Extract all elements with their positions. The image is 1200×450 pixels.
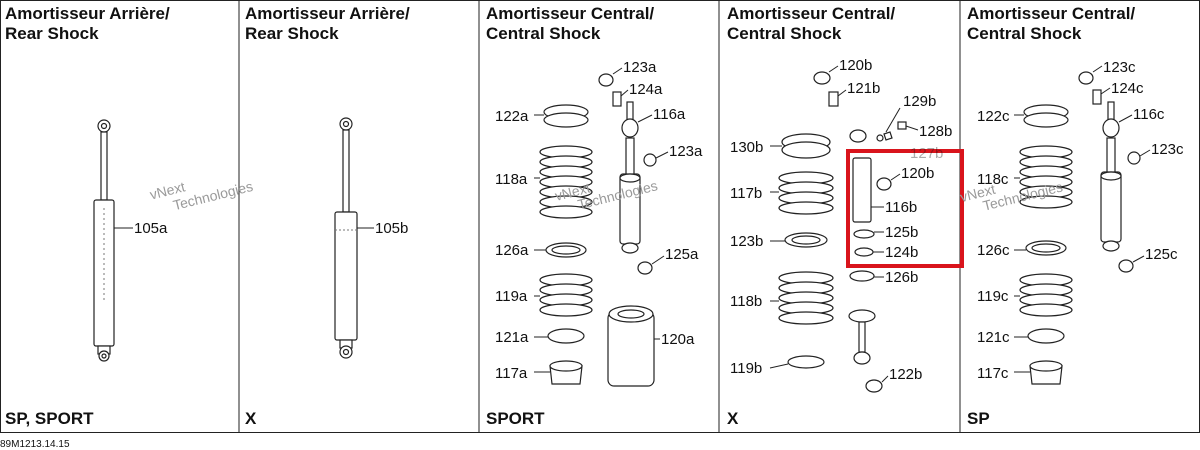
part-label: 125c [1145,246,1178,263]
part-label: 118b [730,293,762,310]
panel-1-title: Amortisseur Arrière/ Rear Shock [5,4,170,43]
rear-shock-105b [334,117,358,359]
part-label: 116c [1133,106,1165,123]
panel-1-model: SP, SPORT [5,409,94,428]
part-label: 121b [847,80,880,97]
part-label: 125b [885,224,918,241]
part-label: 120a [661,331,695,348]
part-label: 122a [495,108,529,125]
part-label: 126b [885,269,918,286]
svg-text:Amortisseur Central/: Amortisseur Central/ [967,4,1135,23]
svg-text:Central Shock: Central Shock [486,24,601,43]
panel-3-title: Amortisseur Central/ Central Shock [486,4,654,43]
svg-text:Central Shock: Central Shock [727,24,842,43]
part-label: 124b [885,244,918,261]
part-label: 121a [495,329,529,346]
part-label: 121c [977,329,1010,346]
part-label: 124c [1111,80,1144,97]
svg-text:Amortisseur Central/: Amortisseur Central/ [486,4,654,23]
part-label: 126c [977,242,1010,259]
part-label: 118a [495,171,528,188]
part-label: 119a [495,288,528,305]
central-shock-a-parts [539,73,657,387]
panel-3-model: SPORT [486,409,545,428]
rear-shock-105a [93,119,115,362]
part-label: 116b [885,199,917,216]
part-label: 122b [889,366,922,383]
part-label: 123c [1103,59,1136,76]
diagram-code: 89M1213.14.15 [0,439,70,450]
svg-text:Amortisseur Central/: Amortisseur Central/ [727,4,895,23]
part-label: 117b [730,185,762,202]
part-label: 125a [665,246,699,263]
part-label: 130b [730,139,763,156]
panel-2-model: X [245,409,257,428]
part-label: 122c [977,108,1010,125]
part-label: 128b [919,123,952,140]
svg-text:Amortisseur Arrière/: Amortisseur Arrière/ [245,4,410,23]
part-label: 117a [495,365,528,382]
part-label: 105b [375,220,408,237]
part-label: 120b [901,165,934,182]
part-label: 126a [495,242,529,259]
part-label: 123a [623,59,657,76]
central-shock-c-parts [1019,71,1141,385]
svg-text:Rear Shock: Rear Shock [245,24,339,43]
part-label: 123a [669,143,703,160]
part-label: 116a [653,106,686,123]
part-label: 117c [977,365,1009,382]
part-label: 105a [134,220,168,237]
part-label: 120b [839,57,872,74]
svg-text:Rear Shock: Rear Shock [5,24,99,43]
diagram-frame [0,0,1200,433]
svg-text:Central Shock: Central Shock [967,24,1082,43]
part-label: 123c [1151,141,1184,158]
panel-2-title: Amortisseur Arrière/ Rear Shock [245,4,410,43]
panel-4-title: Amortisseur Central/ Central Shock [727,4,895,43]
central-shock-c-leaders [1014,65,1151,373]
part-label: 119c [977,288,1009,305]
central-shock-b-parts [778,71,907,393]
part-label: 129b [903,93,936,110]
part-label: 118c [977,171,1009,188]
central-shock-b-leaders [769,65,919,383]
part-label: 123b [730,233,763,250]
svg-text:Amortisseur Arrière/: Amortisseur Arrière/ [5,4,170,23]
panel-5-model: SP [967,409,990,428]
panel-4-model: X [727,409,739,428]
part-label: 119b [730,360,762,377]
central-shock-a-leaders [534,67,669,373]
panel-5-title: Amortisseur Central/ Central Shock [967,4,1135,43]
part-label: 127b [910,145,943,162]
highlight-box [846,149,964,268]
part-label: 124a [629,81,663,98]
